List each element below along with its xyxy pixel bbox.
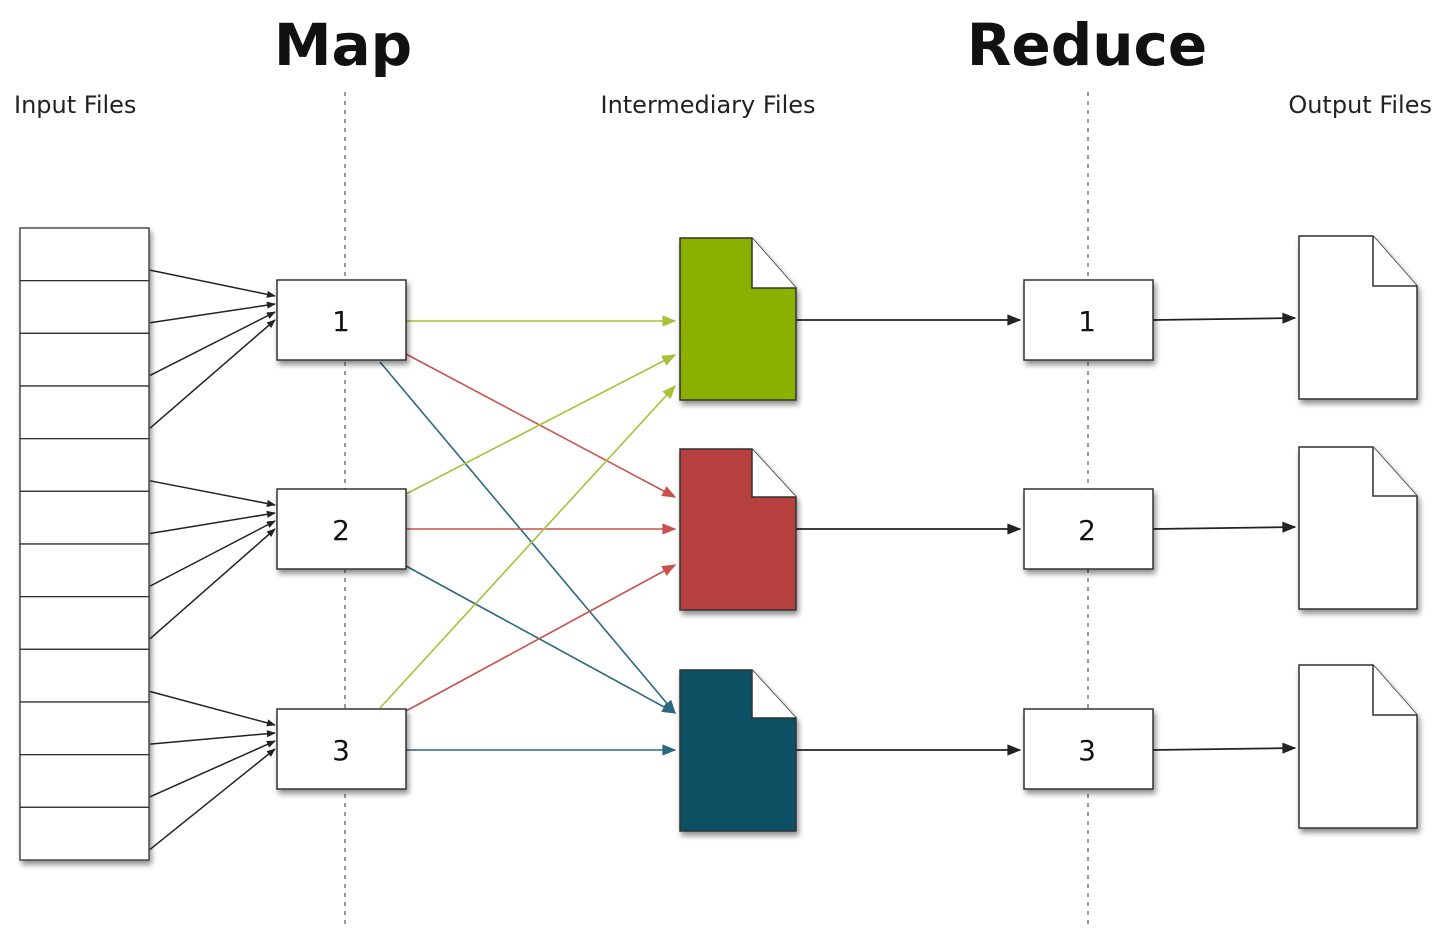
input-file [19, 490, 150, 545]
shuffle-arrow [379, 361, 676, 715]
input-file [19, 280, 150, 334]
reduce-title: Reduce [967, 11, 1208, 79]
input-file [19, 227, 150, 282]
input-file [19, 332, 150, 387]
input-file [19, 543, 150, 598]
output-file-1 [1298, 235, 1418, 400]
shuffle-arrows [379, 315, 677, 756]
input-arrow [149, 740, 276, 798]
output-file-2 [1298, 446, 1418, 610]
intermediary-file-3 [679, 669, 797, 832]
shuffle-arrow [405, 564, 677, 712]
reduce-task-1: 1 [1023, 279, 1154, 361]
input-arrow [149, 319, 276, 429]
input-arrow [149, 480, 276, 507]
input-arrow [149, 690, 276, 727]
map-title: Map [274, 11, 412, 79]
map-task-3-label: 3 [332, 734, 350, 767]
input-arrow [149, 269, 276, 298]
intermediary-file-2 [679, 448, 797, 611]
reduce-to-output-arrow [1152, 742, 1297, 754]
map-task-1-label: 1 [332, 305, 350, 338]
input-arrow [149, 301, 276, 324]
output-file-3 [1298, 664, 1418, 829]
input-files-stack [19, 227, 150, 861]
input-file [19, 701, 150, 756]
shuffle-arrow [405, 353, 677, 498]
reduce-to-output-arrow [1152, 312, 1297, 324]
reduce-task-3-label: 3 [1078, 734, 1096, 767]
shuffle-arrow [405, 565, 677, 714]
reduce-task-2: 2 [1023, 488, 1154, 570]
input-files-label: Input Files [14, 91, 136, 119]
input-file [19, 385, 150, 440]
input-arrows [149, 269, 276, 851]
input-arrow [149, 311, 276, 377]
input-file [19, 806, 150, 861]
map-task-1: 1 [276, 279, 407, 361]
intermediary-files-label: Intermediary Files [600, 91, 815, 119]
input-file [19, 754, 150, 808]
input-arrow [149, 520, 276, 587]
shuffle-arrow [379, 384, 676, 709]
reduce-task-1-label: 1 [1078, 305, 1096, 338]
reduce-arrows [796, 312, 1297, 756]
reduce-to-output-arrow [1152, 521, 1297, 533]
map-task-2-label: 2 [332, 514, 350, 547]
input-file [19, 438, 150, 492]
intermediary-file-1 [679, 237, 797, 401]
reduce-task-3: 3 [1023, 708, 1154, 790]
input-arrow [149, 528, 276, 640]
shuffle-arrow [405, 354, 677, 495]
input-arrow [149, 510, 276, 535]
input-file [19, 596, 150, 650]
input-arrow [149, 730, 276, 745]
input-arrow [149, 748, 276, 851]
map-task-3: 3 [276, 708, 407, 790]
reduce-task-2-label: 2 [1078, 514, 1096, 547]
input-file [19, 648, 150, 703]
output-files-label: Output Files [1288, 91, 1432, 119]
map-task-2: 2 [276, 488, 407, 570]
